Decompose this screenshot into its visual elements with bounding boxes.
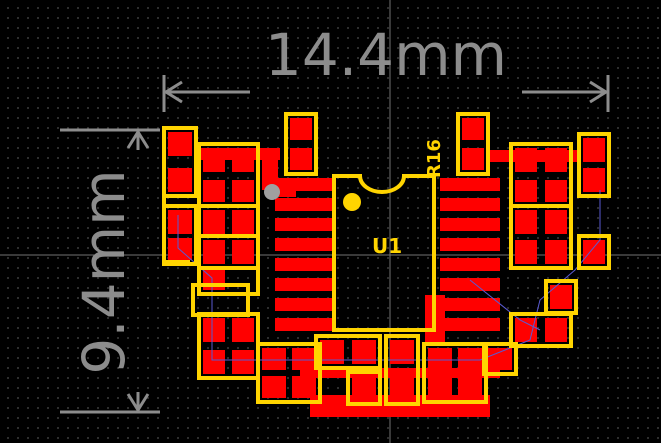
ic-pads-left [275,178,332,331]
height-dimension [60,128,160,414]
passive-pads [168,118,605,400]
via [264,184,280,200]
height-dimension-label: 9.4mm [70,169,138,374]
silkscreen-outlines [162,112,611,406]
ref-u1: U1 [372,234,402,258]
ref-r16: R16 [424,139,445,178]
ic-pads-right [440,178,500,331]
pin1-marker [343,193,361,211]
width-dimension [162,75,610,112]
width-dimension-label: 14.4mm [265,21,507,89]
